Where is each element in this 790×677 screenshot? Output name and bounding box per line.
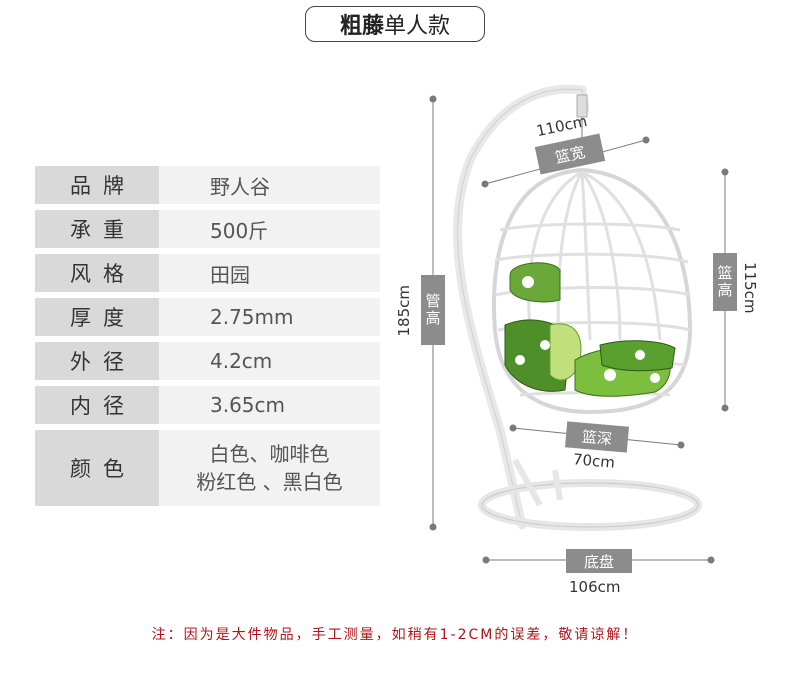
spec-row-inner-diameter: 内径 3.65cm <box>35 386 380 424</box>
spec-row-style: 风格 田园 <box>35 254 380 292</box>
spec-row-load: 承重 500斤 <box>35 210 380 248</box>
base-label: 底盘 <box>566 549 632 573</box>
pipe-height-value: 185cm <box>395 285 413 337</box>
spec-label: 承重 <box>35 210 159 248</box>
basket-depth-label: 篮深 <box>564 421 630 453</box>
spec-value: 白色、咖啡色 粉红色 、黑白色 <box>159 430 380 506</box>
basket-height-value: 115cm <box>741 262 759 314</box>
spec-label: 内径 <box>35 386 159 424</box>
spec-label: 颜色 <box>35 430 159 506</box>
spec-row-thickness: 厚度 2.75mm <box>35 298 380 336</box>
spec-value: 500斤 <box>159 210 380 248</box>
spec-row-outer-diameter: 外径 4.2cm <box>35 342 380 380</box>
spec-label: 厚度 <box>35 298 159 336</box>
spec-label: 风格 <box>35 254 159 292</box>
color-line-1: 白色、咖啡色 <box>209 442 330 466</box>
base-value: 106cm <box>569 578 621 596</box>
title-bold: 粗藤 <box>339 14 384 39</box>
spec-row-brand: 品牌 野人谷 <box>35 166 380 204</box>
measurement-note: 注：因为是大件物品，手工测量，如稍有1-2CM的误差，敬请谅解！ <box>151 627 639 643</box>
spec-row-color: 颜色 白色、咖啡色 粉红色 、黑白色 <box>35 430 380 506</box>
spec-value: 4.2cm <box>159 342 380 380</box>
cushion <box>504 262 676 397</box>
basket-depth-value: 70cm <box>572 450 616 472</box>
title-normal: 单人款 <box>384 14 451 39</box>
spec-value: 3.65cm <box>159 386 380 424</box>
color-line-2: 粉红色 、黑白色 <box>196 470 343 494</box>
spec-label: 品牌 <box>35 166 159 204</box>
product-title: 粗藤单人款 <box>305 6 485 42</box>
spec-value: 2.75mm <box>159 298 380 336</box>
pipe-height-label: 管高 <box>421 275 445 345</box>
spec-value: 田园 <box>159 254 380 292</box>
basket-height-label: 篮高 <box>713 253 737 311</box>
spec-label: 外径 <box>35 342 159 380</box>
spec-value: 野人谷 <box>159 166 380 204</box>
